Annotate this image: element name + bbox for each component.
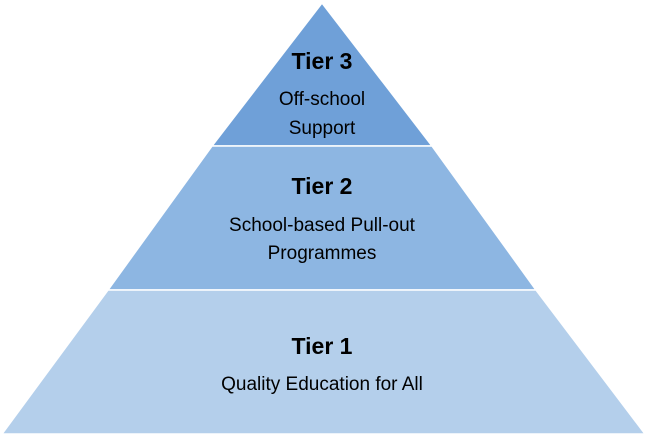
tier-2-band: Tier 2 School-based Pull-out Programmes [106, 145, 538, 291]
tier-1-title: Tier 1 [292, 333, 353, 359]
tier-1-shape [0, 289, 647, 435]
tier-1-line-1: Quality Education for All [221, 374, 423, 395]
tier-3-line-2: Support [289, 118, 356, 139]
tier-3-band: Tier 3 Off-school Support [210, 1, 434, 147]
tier-1-band: Tier 1 Quality Education for All [0, 289, 647, 435]
tier-2-line-2: Programmes [268, 243, 377, 264]
tier-3-line-1: Off-school [279, 89, 365, 110]
tier-2-line-1: School-based Pull-out [229, 215, 416, 236]
tier-2-title: Tier 2 [292, 173, 353, 199]
tier-3-title: Tier 3 [292, 48, 353, 74]
